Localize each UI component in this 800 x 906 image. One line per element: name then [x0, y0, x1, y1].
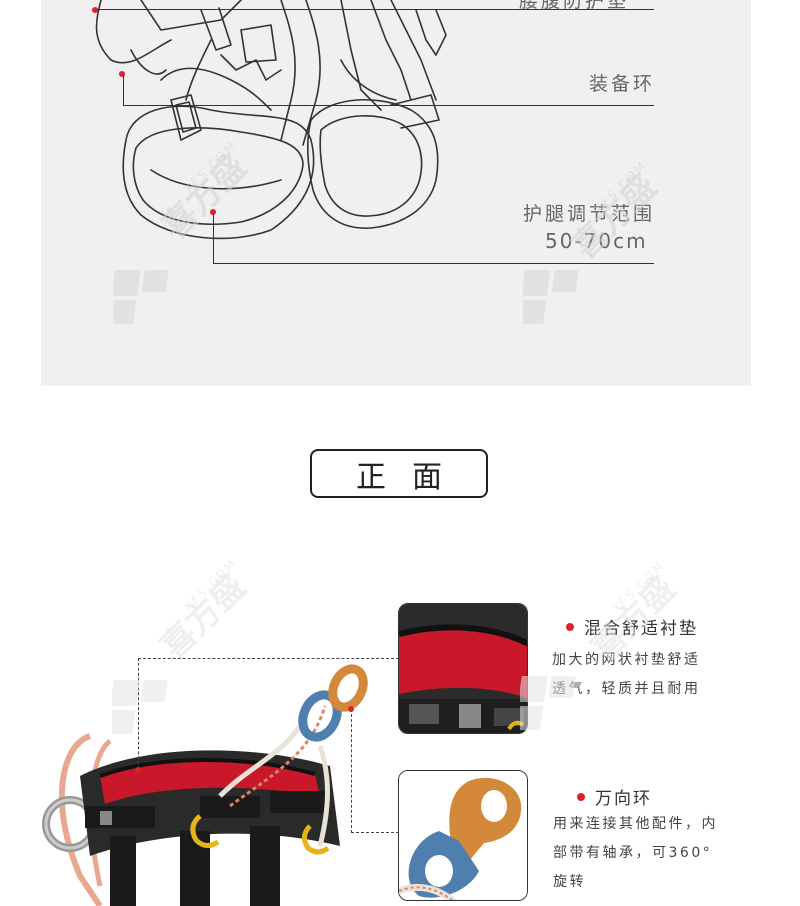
connector-pad-dashed: [138, 658, 399, 769]
watermark-logo-icon: [514, 674, 580, 738]
callout-line-leg-vertical: [213, 213, 214, 263]
feature-bullet: [577, 793, 585, 801]
connector-swivel-dashed: [351, 709, 399, 833]
feature-desc-line: 加大的网状衬垫舒适: [552, 652, 701, 668]
callout-waist-pad: 腰腹防护垫: [519, 0, 630, 12]
callout-line-waist: [97, 9, 654, 10]
swivel-closeup: [399, 771, 527, 900]
feature-desc-line: 部带有轴承，可360°: [553, 845, 713, 861]
section-title-front: 正面: [310, 449, 488, 498]
callout-gear-loop: 装备环: [589, 73, 656, 95]
harness-line-drawing: [95, 0, 447, 240]
callout-line-leg: [213, 263, 654, 264]
feature-desc-line: 用来连接其他配件，内: [553, 816, 718, 832]
callout-dot-leg: [210, 209, 216, 215]
watermark-logo-icon: [517, 268, 583, 332]
callout-dot-waist: [92, 7, 98, 13]
connector-dot-pad: [135, 767, 141, 773]
harness-sketch-panel: 腰腹防护垫 装备环 护腿调节范围 50-70cm 喜方盛 XFS.COM 喜方盛…: [41, 0, 751, 386]
feature-title-padding-label: 混合舒适衬垫: [584, 619, 698, 639]
feature-bullet: [566, 623, 574, 631]
feature-desc-swivel: 用来连接其他配件，内 部带有轴承，可360° 旋转: [553, 810, 743, 897]
watermark-logo-icon: [106, 678, 172, 742]
feature-title-swivel-label: 万向环: [595, 789, 652, 809]
callout-line-gear: [123, 105, 654, 106]
callout-line-gear-vertical: [123, 75, 124, 105]
feature-title-swivel: 万向环: [577, 784, 652, 809]
callout-dot-gear: [119, 71, 125, 77]
callout-leg-range: 护腿调节范围: [523, 203, 656, 225]
padding-closeup: [399, 604, 527, 733]
watermark-logo-icon: [107, 268, 173, 332]
connector-dot-swivel: [348, 706, 354, 712]
detail-image-padding: [398, 603, 528, 734]
detail-image-swivel: [398, 770, 528, 901]
feature-title-padding: 混合舒适衬垫: [566, 614, 698, 639]
feature-desc-padding: 加大的网状衬垫舒适 透气，轻质并且耐用: [552, 646, 732, 704]
feature-desc-line: 旋转: [553, 874, 586, 890]
feature-desc-line: 透气，轻质并且耐用: [552, 681, 701, 697]
callout-leg-range-value: 50-70cm: [545, 229, 648, 253]
harness-front-photo: [42, 664, 368, 906]
